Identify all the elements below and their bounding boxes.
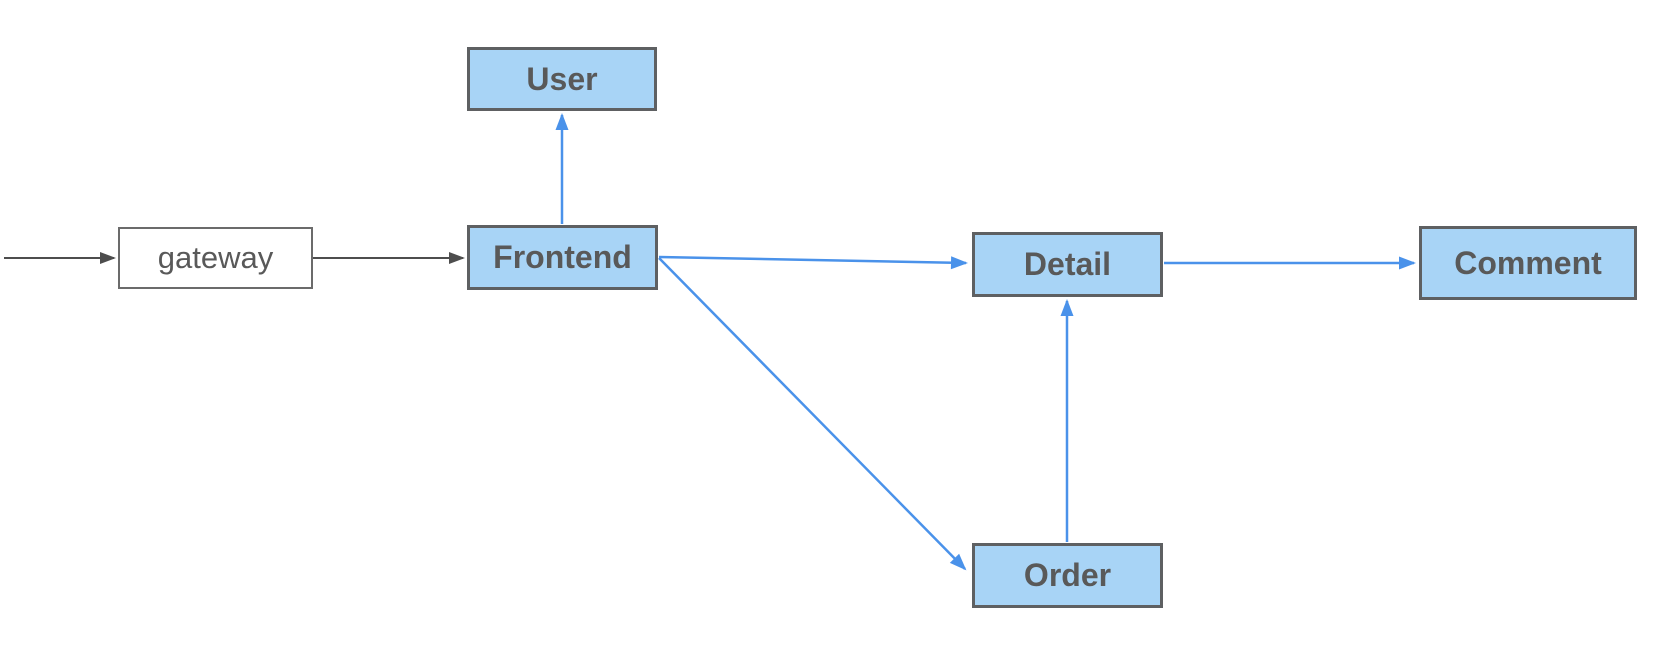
- node-detail-label: Detail: [1023, 246, 1112, 282]
- node-user[interactable]: User: [467, 47, 657, 111]
- node-comment[interactable]: Comment: [1419, 226, 1637, 300]
- node-user-label: User: [526, 60, 598, 97]
- node-detail[interactable]: Detail: [972, 232, 1163, 297]
- node-order-label: Order: [1023, 557, 1112, 593]
- node-order[interactable]: Order: [972, 543, 1163, 608]
- node-frontend[interactable]: Frontend: [467, 225, 658, 290]
- edge-frontend-to-order: [658, 257, 967, 571]
- node-gateway-label: gateway: [157, 240, 274, 275]
- node-comment-label: Comment: [1454, 244, 1602, 281]
- node-gateway[interactable]: gateway: [118, 227, 313, 289]
- node-frontend-label: Frontend: [493, 239, 632, 275]
- edge-frontend-to-detail: [658, 255, 968, 270]
